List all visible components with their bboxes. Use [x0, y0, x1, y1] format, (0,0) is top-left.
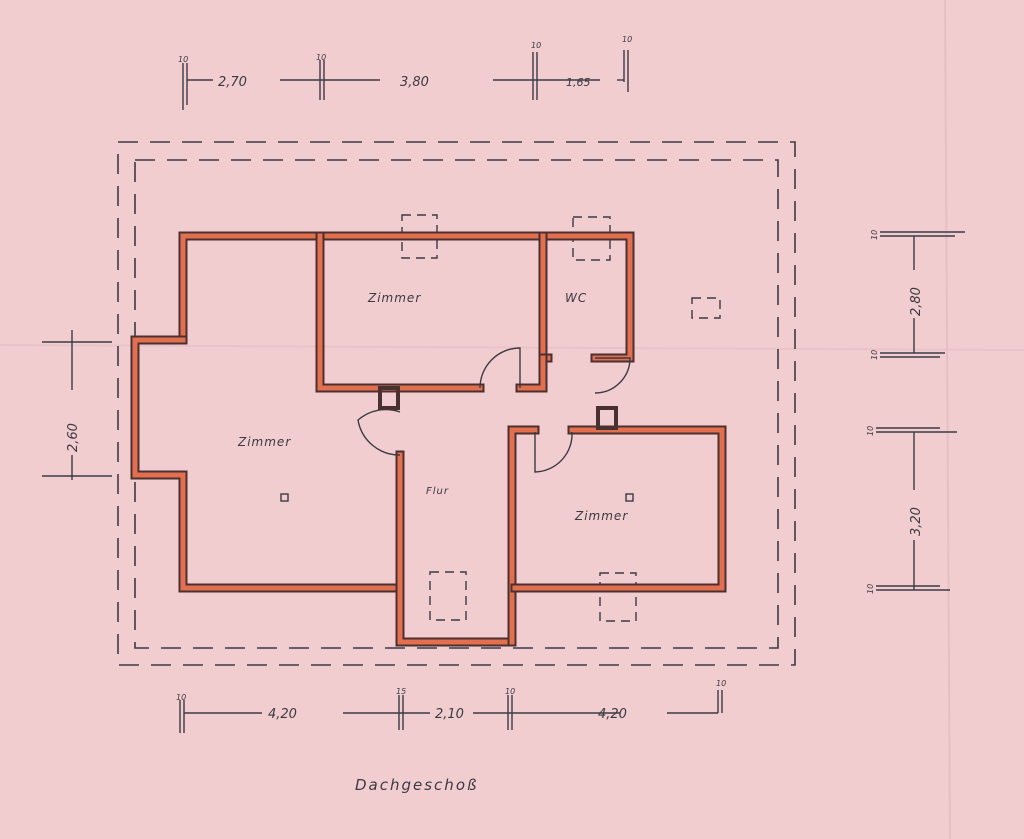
dim-label: 10 — [178, 55, 188, 64]
dim-label: 4,20 — [268, 707, 297, 722]
dim-label: 2,10 — [435, 707, 464, 722]
walls — [130, 231, 727, 647]
roof-outline-outer — [117, 141, 796, 666]
dim-label: 10 — [531, 41, 541, 50]
wall-segment — [130, 335, 405, 593]
dim-label: 10 — [870, 230, 879, 240]
dimension-left: 2,60 — [42, 330, 112, 480]
dim-label: 10 — [866, 426, 875, 436]
wall-segment — [317, 233, 483, 391]
ceiling-outlet — [625, 493, 634, 502]
room-label-zimmer-left: Zimmer — [237, 435, 291, 449]
paper-fold — [0, 344, 1024, 351]
dim-label: 10 — [870, 350, 879, 360]
roof-window — [401, 214, 438, 259]
dim-label: 2,80 — [909, 287, 924, 316]
room-label-zimmer-top: Zimmer — [367, 291, 421, 305]
room-label-zimmer-right: Zimmer — [574, 509, 628, 523]
dim-label: 2,70 — [218, 75, 247, 90]
wall-segment — [509, 427, 538, 645]
drawing-title: Dachgeschoß — [355, 776, 478, 794]
room-label-flur: Flur — [426, 486, 449, 497]
chimney — [596, 406, 618, 430]
dim-label: 1,65 — [566, 76, 591, 89]
wall-segment — [315, 231, 485, 393]
wall-segment — [132, 337, 403, 591]
roof-window — [599, 572, 637, 622]
roof-windows — [401, 214, 721, 622]
room-label-wc: WC — [565, 291, 587, 305]
wall-segment — [515, 353, 548, 393]
dim-label: 2,60 — [66, 423, 81, 452]
dim-label: 3,80 — [400, 75, 429, 90]
door-wc — [594, 357, 631, 394]
wall-segment — [507, 425, 540, 647]
chimney — [378, 386, 400, 410]
dim-label: 10 — [866, 584, 875, 594]
dimension-top: 10 2,70 10 3,80 10 1,65 10 — [178, 35, 632, 110]
dim-label: 10 — [176, 693, 186, 702]
door-zimmer-right — [534, 431, 573, 473]
door-zimmer-top — [479, 347, 521, 389]
roof-window — [691, 297, 721, 319]
dimension-bottom: 10 4,20 15 2,10 10 4,20 10 — [176, 679, 726, 733]
dim-label: 10 — [716, 679, 726, 688]
dim-label: 10 — [622, 35, 632, 44]
wall-segment — [512, 427, 725, 591]
wall-segment — [397, 452, 515, 645]
dimension-right: 10 2,80 10 10 3,20 10 — [866, 230, 965, 594]
paper-fold — [944, 0, 951, 839]
dim-label: 3,20 — [909, 507, 924, 536]
dim-label: 4,20 — [598, 707, 627, 722]
dim-label: 10 — [316, 53, 326, 62]
wall-segment — [395, 450, 517, 647]
ceiling-outlet — [280, 493, 289, 502]
wall-segment — [517, 355, 546, 391]
dim-label: 10 — [505, 687, 515, 696]
door-zimmer-left — [357, 408, 401, 456]
dim-label: 15 — [396, 687, 406, 696]
roof-window — [429, 571, 467, 621]
